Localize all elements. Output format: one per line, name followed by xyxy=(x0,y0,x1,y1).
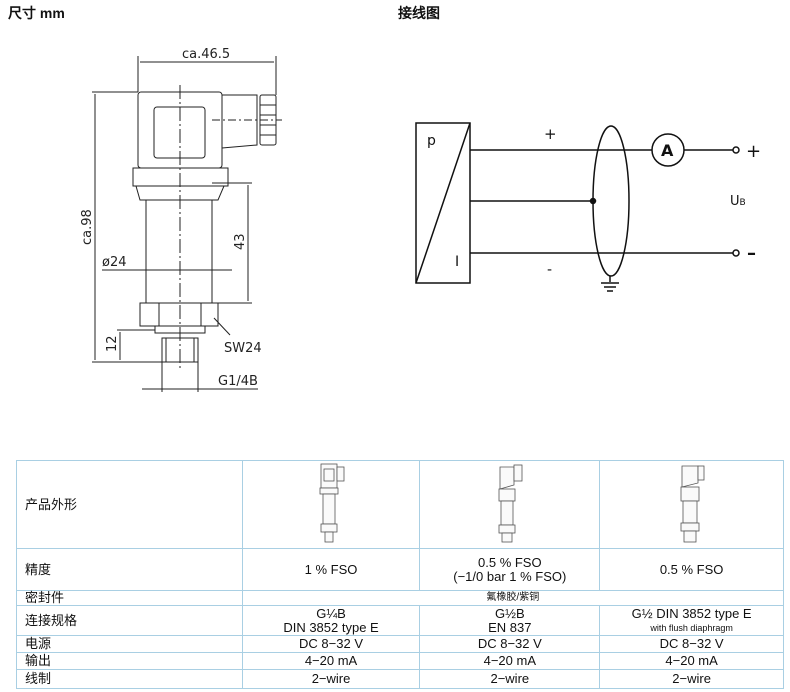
cell: 1 % FSO xyxy=(241,548,421,591)
cell-line: G¼B xyxy=(316,605,346,621)
plus-terminal-label: + xyxy=(746,141,761,162)
supply-voltage-label: UB xyxy=(730,194,746,209)
cell: DC 8−32 V xyxy=(599,635,784,653)
row-label: 精度 xyxy=(16,548,243,591)
width-dim-label: ca.46.5 xyxy=(182,47,230,62)
row-label: 输出 xyxy=(16,652,243,670)
row-label: 线制 xyxy=(16,669,243,689)
cell-line: DIN 3852 type E xyxy=(283,619,379,635)
cell-line: G½ DIN 3852 type E xyxy=(631,605,752,621)
cell: DC 8−32 V xyxy=(241,635,421,653)
row-label: 产品外形 xyxy=(16,460,243,549)
dimension-drawing: ca.46.5 ca.98 43 ø24 12 SW24 G1/4B xyxy=(80,47,282,392)
body-length-label: 43 xyxy=(233,233,248,250)
current-label: I xyxy=(455,254,459,270)
diameter-label: ø24 xyxy=(102,255,127,270)
cell: 2−wire xyxy=(241,669,421,689)
plus-wire-label: + xyxy=(544,125,557,143)
cell: 0.5 % FSO xyxy=(599,548,784,591)
height-dim-label: ca.98 xyxy=(80,209,95,245)
cell-line: 0.5 % FSO xyxy=(478,554,542,570)
cell: 2−wire xyxy=(599,669,784,689)
table-row: 精度 1 % FSO 0.5 % FSO(−1/0 bar 1 % FSO) 0… xyxy=(16,548,784,591)
ammeter-label: A xyxy=(661,141,674,160)
minus-wire-label: - xyxy=(547,262,552,278)
wiring-diagram: p I A + - + – UB xyxy=(415,122,761,292)
cell: 4−20 mA xyxy=(599,652,784,670)
product-image-3 xyxy=(599,460,784,549)
cell: DC 8−32 V xyxy=(419,635,601,653)
pressure-label: p xyxy=(427,133,436,149)
cell-line: (−1/0 bar 1 % FSO) xyxy=(453,568,567,584)
dimensions-heading: 尺寸 mm xyxy=(8,5,65,21)
cell-line: with flush diaphragm xyxy=(650,622,733,633)
table-row: 密封件 氟橡胶/紫铜 xyxy=(16,590,785,606)
wrench-size-label: SW24 xyxy=(224,341,262,356)
cell-line: G½B xyxy=(495,605,525,621)
cell: 4−20 mA xyxy=(419,652,601,670)
thread-label: G1/4B xyxy=(218,374,258,389)
shield-icon xyxy=(592,125,630,277)
cell: 4−20 mA xyxy=(241,652,421,670)
row-label: 密封件 xyxy=(16,590,243,606)
product-image-1 xyxy=(241,460,421,549)
product-image-2 xyxy=(419,460,601,549)
cell-line: EN 837 xyxy=(488,619,532,635)
minus-terminal-label: – xyxy=(747,243,756,264)
cell: 0.5 % FSO(−1/0 bar 1 % FSO) xyxy=(419,548,601,591)
row-label: 电源 xyxy=(16,635,243,653)
wiring-heading: 接线图 xyxy=(398,5,440,21)
spec-table: 产品外形 精度 1 % FSO 0.5 % FSO(−1/0 bar 1 % F… xyxy=(16,460,785,689)
cell: 2−wire xyxy=(419,669,601,689)
row-label: 连接规格 xyxy=(16,605,243,636)
table-row: 产品外形 xyxy=(16,460,784,549)
cell: 氟橡胶/紫铜 xyxy=(241,590,785,606)
thread-length-label: 12 xyxy=(105,335,120,352)
